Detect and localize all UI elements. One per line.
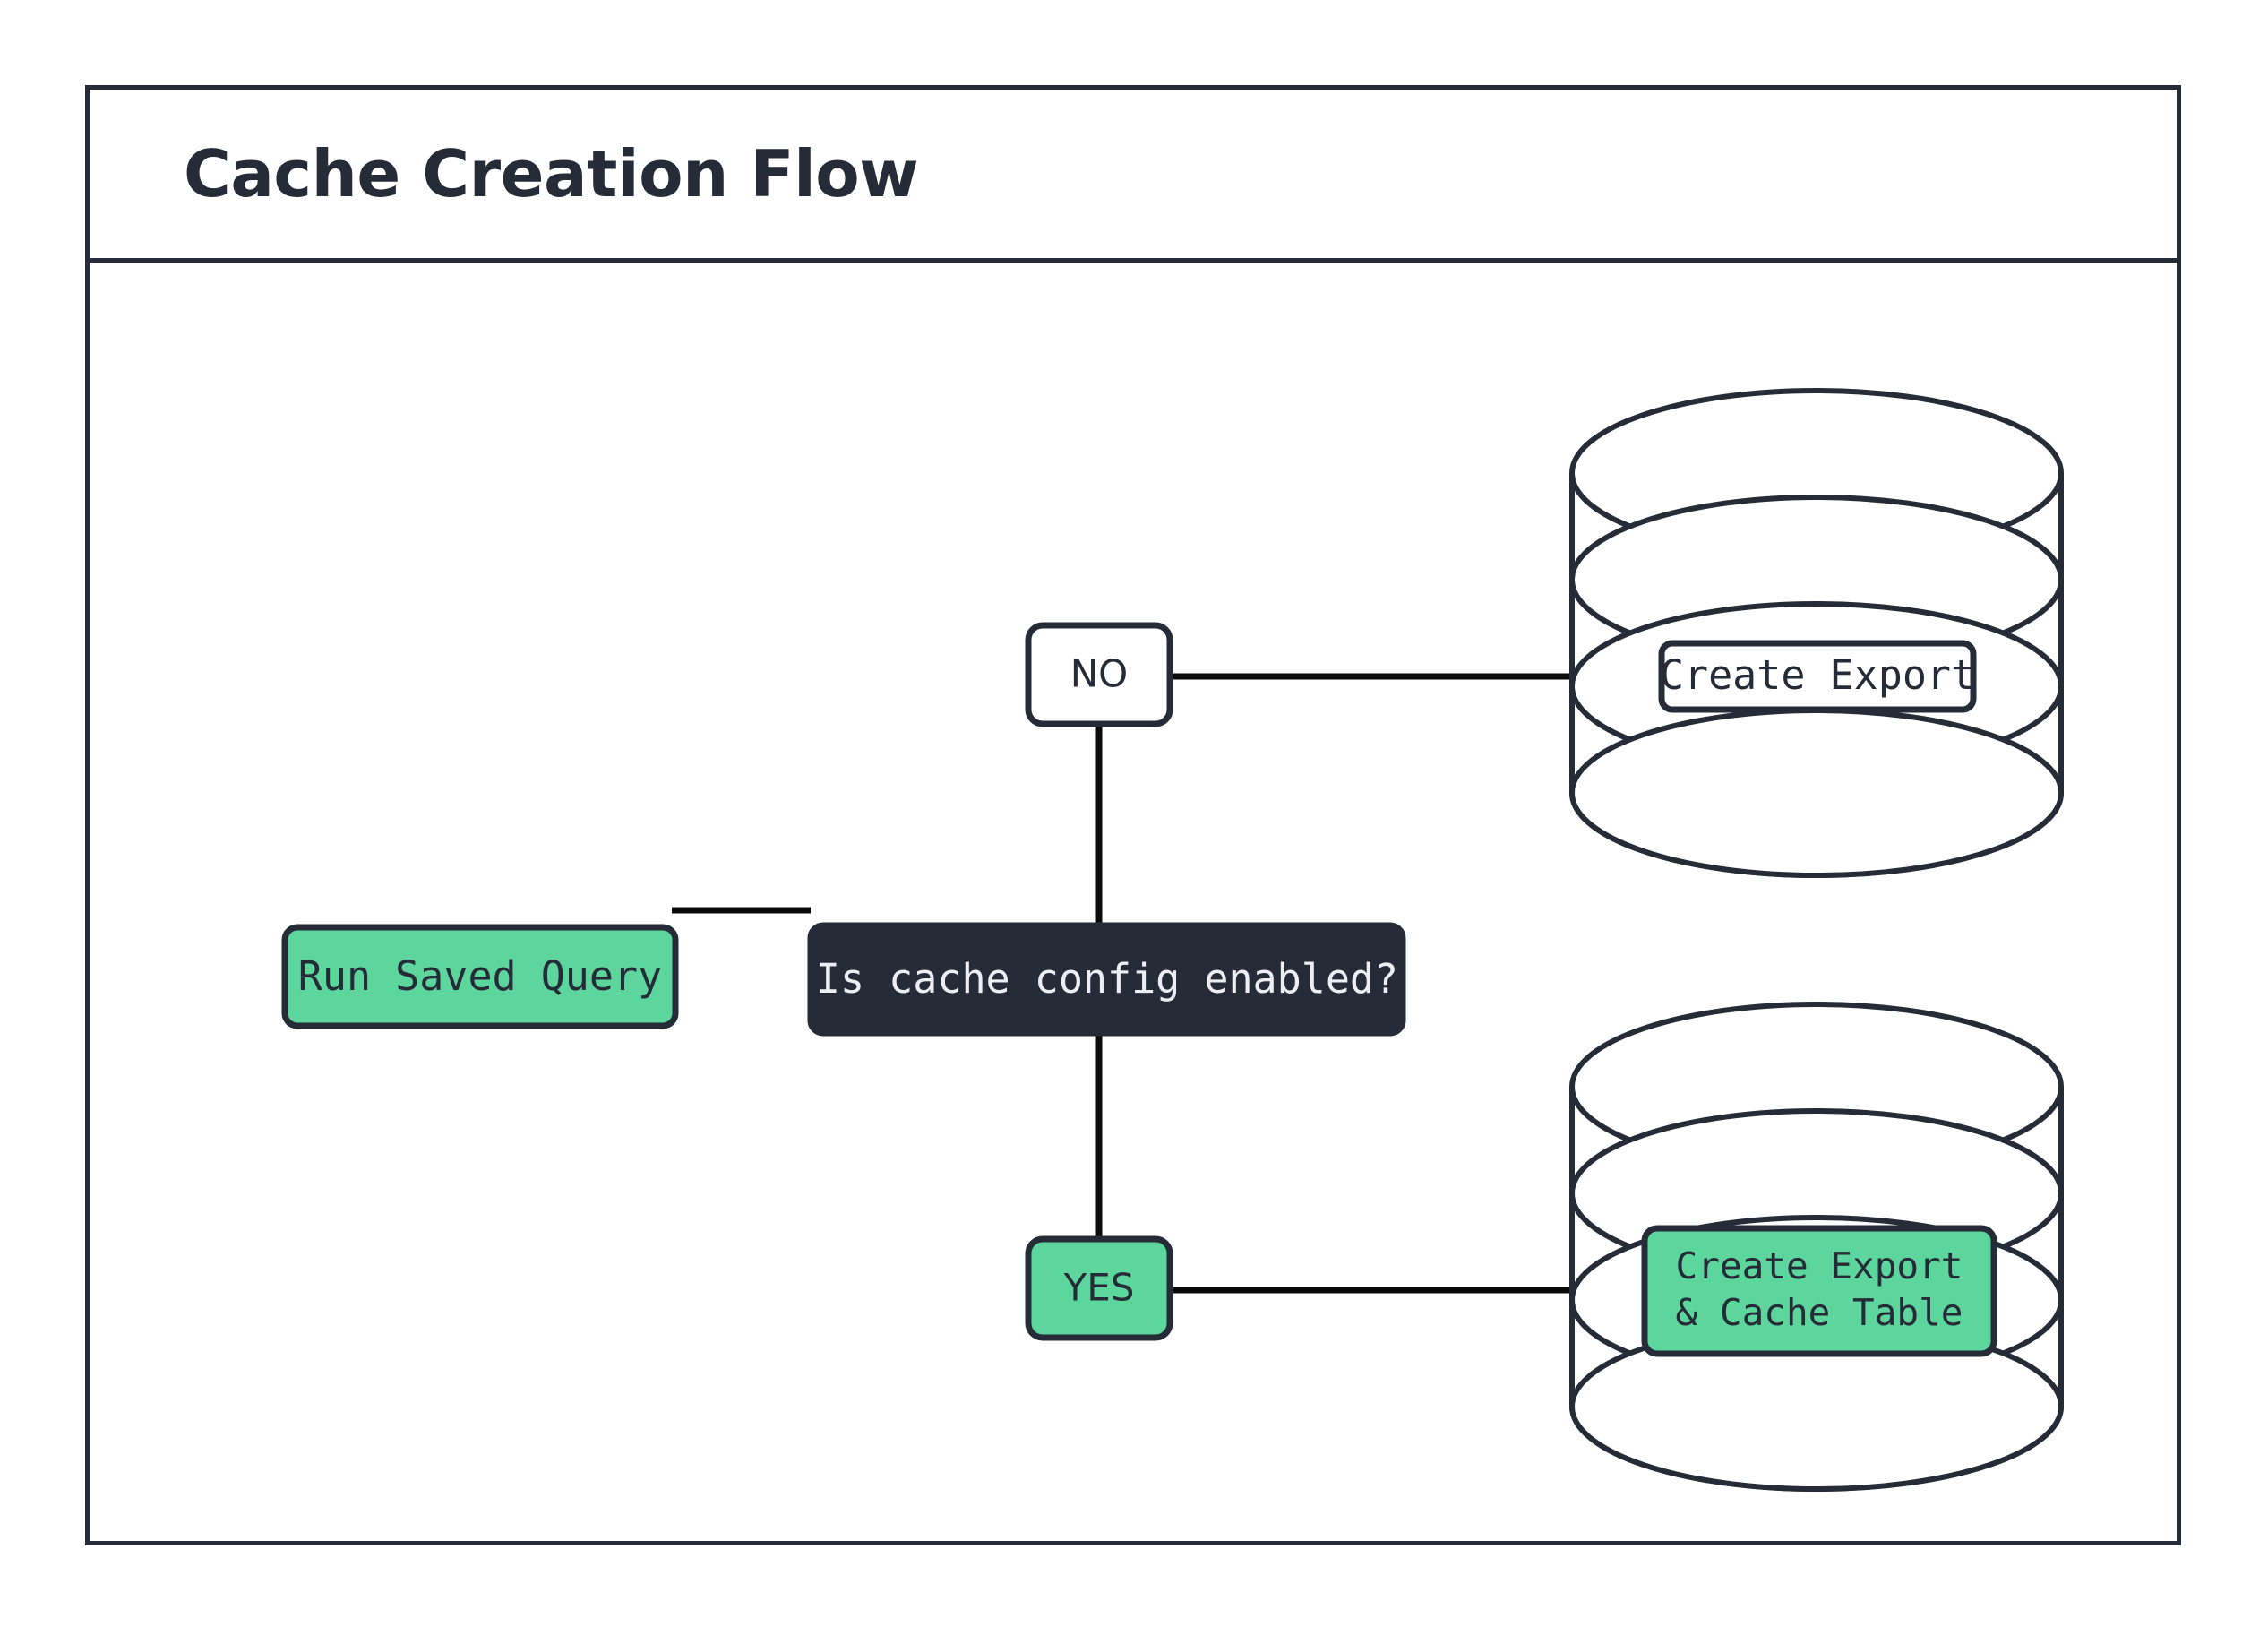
node-branch-no[interactable]: NO — [1025, 622, 1173, 727]
node-run-saved-query[interactable]: Run Saved Query — [281, 924, 679, 1029]
branch-yes-label: YES — [1063, 1266, 1135, 1310]
create-export-label: Create Export — [1660, 651, 1975, 699]
decision-label: Is cache config enabled? — [816, 955, 1398, 1003]
database-label-chip — [1658, 640, 1977, 713]
node-create-export-cache-table[interactable]: Create Export & Cache Table — [1569, 1002, 2064, 1492]
branch-yes-box — [1025, 1235, 1173, 1341]
flow-canvas: Create Export Create Export & Cache Tabl… — [90, 263, 2177, 1541]
diagram-frame: Cache Creation Flow — [85, 85, 2181, 1545]
decision-box — [807, 922, 1406, 1037]
branch-no-label: NO — [1070, 652, 1128, 696]
branch-no-box — [1025, 622, 1173, 727]
create-export-cache-table-label-line-1: Create Export — [1676, 1244, 1963, 1287]
flowchart-svg: Create Export Create Export & Cache Tabl… — [281, 388, 2064, 1492]
create-export-cache-table-label-line-2: & Cache Table — [1676, 1291, 1963, 1334]
run-saved-query-label: Run Saved Query — [298, 952, 662, 1000]
database-disc-4 — [1569, 708, 2064, 878]
page-title: Cache Creation Flow — [184, 136, 919, 211]
diagram-header: Cache Creation Flow — [90, 90, 2177, 263]
database-2-label-chip — [1641, 1225, 1997, 1357]
node-branch-yes[interactable]: YES — [1025, 1235, 1173, 1341]
node-is-cache-config-enabled[interactable]: Is cache config enabled? — [807, 922, 1406, 1037]
run-saved-query-box — [281, 924, 679, 1029]
node-create-export[interactable]: Create Export — [1569, 388, 2064, 878]
